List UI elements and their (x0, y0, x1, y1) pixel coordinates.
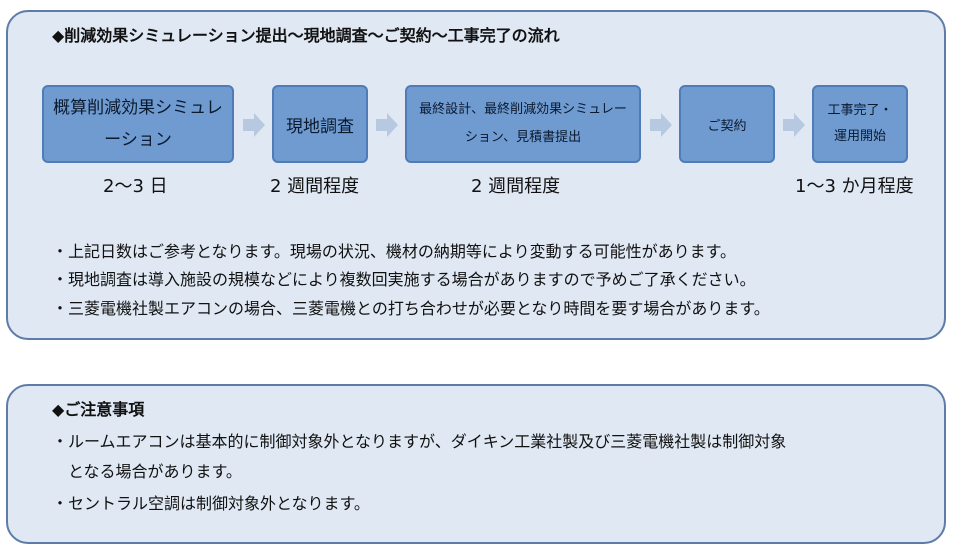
caution-panel (6, 384, 946, 544)
duration-step-2: 2 週間程度 (270, 176, 360, 197)
flow-note: ・上記日数はご参考となります。現場の状況、機材の納期等により変動する可能性があり… (52, 242, 737, 261)
flow-step-label: 最終設計、最終削減効果シミュレーション、見積書提出 (419, 102, 627, 145)
flow-section-title: ◆削減効果シミュレーション提出～現地調査～ご契約～工事完了の流れ (52, 26, 560, 45)
flow-note: ・現地調査は導入施設の規模などにより複数回実施する場合がありますので予めご了承く… (52, 270, 756, 289)
flow-step-label: ご契約 (707, 118, 747, 134)
right-arrow-icon (376, 113, 398, 137)
flow-step-site-survey: 現地調査 (272, 85, 368, 163)
caution-note-continuation: となる場合があります。 (68, 462, 242, 481)
flow-step-final-design: 最終設計、最終削減効果シミュレーション、見積書提出 (405, 85, 641, 163)
duration-step-5: 1～3 か月程度 (795, 176, 914, 197)
caution-section-title: ◆ご注意事項 (52, 400, 145, 419)
flow-step-construction-complete: 工事完了・運用開始 (812, 85, 908, 163)
flow-step-estimate-simulation: 概算削減効果シミュレーション (42, 85, 234, 163)
right-arrow-icon (783, 113, 805, 137)
right-arrow-icon (243, 113, 265, 137)
duration-step-3: 2 週間程度 (471, 176, 561, 197)
flow-step-label: 工事完了・運用開始 (827, 103, 893, 144)
caution-note: ・ルームエアコンは基本的に制御対象外となりますが、ダイキン工業社製及び三菱電機社… (52, 432, 787, 451)
duration-step-1: 2～3 日 (103, 176, 168, 197)
flow-panel (6, 10, 946, 340)
flow-step-label: 現地調査 (286, 116, 354, 137)
flow-step-label: 概算削減効果シミュレーション (53, 98, 223, 150)
flow-step-contract: ご契約 (679, 85, 775, 163)
right-arrow-icon (650, 113, 672, 137)
caution-note: ・セントラル空調は制御対象外となります。 (52, 494, 370, 513)
flow-note: ・三菱電機社製エアコンの場合、三菱電機との打ち合わせが必要となり時間を要す場合が… (52, 299, 770, 318)
